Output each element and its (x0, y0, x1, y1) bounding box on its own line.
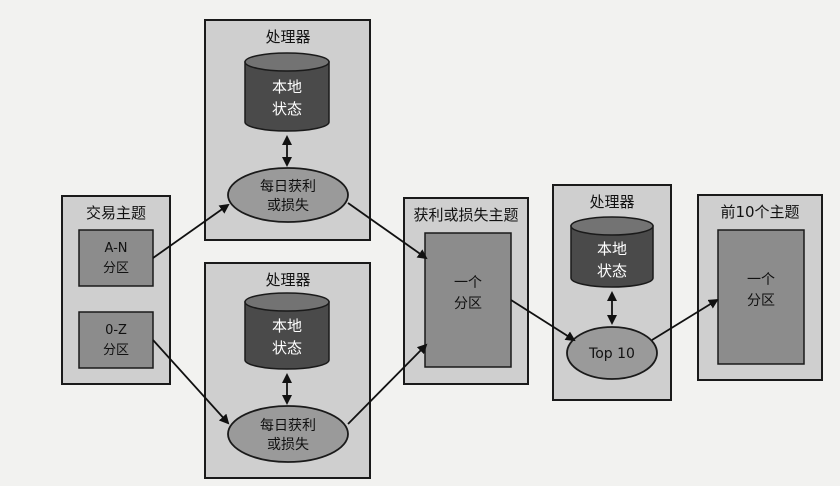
arrow-oz-to-bottom-processor (152, 339, 230, 425)
processor-top-title: 处理器 (265, 28, 310, 46)
top10-topic-title: 前10个主题 (720, 203, 799, 221)
processor-top10-title: 处理器 (589, 193, 634, 211)
processor-top10-state-label-1: 本地 (597, 240, 627, 258)
processor-top-op (227, 167, 349, 223)
processor-bottom-state-label-1: 本地 (272, 317, 302, 335)
processor-top10-op (566, 326, 658, 380)
pnl-partition-label-1: 一个 (454, 275, 482, 291)
arrow-top-op-to-pnl (347, 202, 428, 260)
top10-partition-label-1: 一个 (747, 272, 775, 288)
partition-o-z-label-1: 0-Z (105, 323, 127, 338)
processor-top10-state-db (570, 216, 654, 236)
processor-top10-op-label: Top 10 (588, 346, 635, 362)
processor-top-state-label-1: 本地 (272, 78, 302, 96)
top10-partition-label-2: 分区 (747, 293, 775, 309)
partition-o-z (78, 311, 154, 369)
arrow-bottom-op-to-pnl (347, 343, 428, 425)
top10-topic-panel: 前10个主题 一个 分区 (697, 194, 823, 381)
trades-topic-panel: 交易主题 A-N 分区 0-Z 分区 (61, 195, 171, 385)
arrow-pnl-to-top10-op (510, 299, 576, 342)
processor-top10-state-label-2: 状态 (597, 262, 627, 280)
processor-bottom-op-label-1: 每日获利 (260, 418, 316, 434)
processor-bottom-state-db (244, 292, 330, 312)
processor-top-op-label-2: 或损失 (267, 198, 309, 214)
processor-bottom-op (227, 405, 349, 463)
processor-bottom-op-label-2: 或损失 (267, 437, 309, 453)
processor-bottom-title: 处理器 (265, 271, 310, 289)
partition-a-n-label-1: A-N (104, 241, 127, 256)
processor-top-state-db (244, 52, 330, 72)
pnl-topic-panel: 获利或损失主题 一个 分区 (403, 197, 529, 385)
pnl-partition-label-2: 分区 (454, 296, 482, 312)
processor-top10-panel: 处理器 本地 状态 Top 10 (552, 184, 672, 401)
processor-top-state-label-2: 状态 (272, 100, 302, 118)
arrow-an-to-top-processor (152, 203, 230, 259)
partition-a-n-label-2: 分区 (103, 261, 129, 276)
processor-bottom-state-label-2: 状态 (272, 339, 302, 357)
processor-top-panel: 处理器 本地 状态 每日获利 或损失 (204, 19, 371, 241)
flow-arrows (152, 202, 719, 425)
pnl-partition (424, 232, 512, 368)
arrow-top10-op-to-topic (651, 298, 719, 341)
pnl-topic-title: 获利或损失主题 (413, 206, 518, 224)
processor-top-op-label-1: 每日获利 (260, 179, 316, 195)
processor-bottom-panel: 处理器 本地 状态 每日获利 或损失 (204, 262, 371, 479)
trades-topic-title: 交易主题 (86, 204, 146, 222)
partition-o-z-label-2: 分区 (103, 343, 129, 358)
top10-partition (717, 229, 805, 365)
partition-a-n (78, 229, 154, 287)
